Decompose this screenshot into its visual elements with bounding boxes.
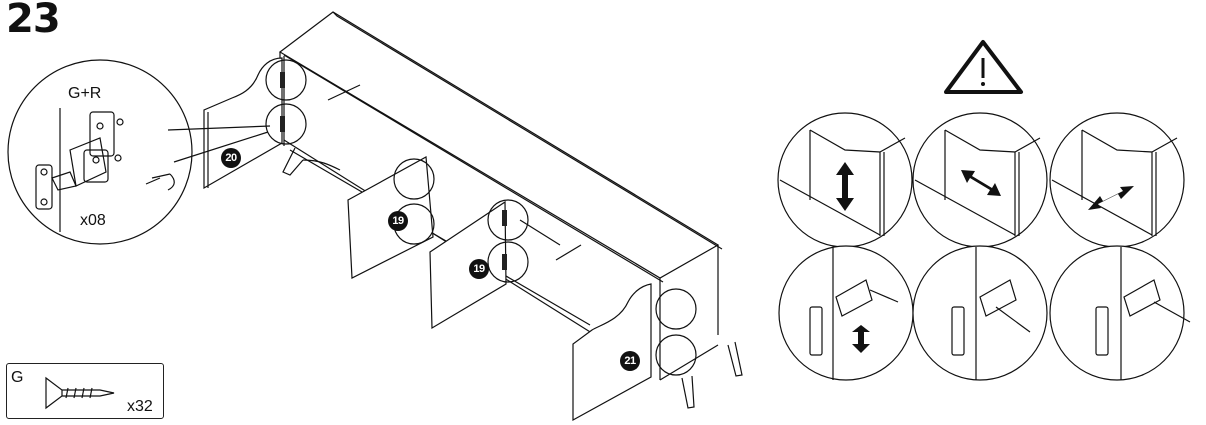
door-21 (572, 283, 697, 422)
hinge-detail-callout (7, 59, 271, 245)
parts-box-quantity: x32 (127, 398, 153, 415)
panel-badge-21: 21 (620, 351, 640, 371)
door-19-right (429, 199, 529, 330)
parts-box: G x32 (6, 363, 164, 419)
warning-triangle-icon (944, 40, 1023, 94)
vertical-arrow-icon (836, 162, 854, 211)
step-number: 23 (6, 0, 61, 42)
depth-arrow-icon (1088, 186, 1134, 210)
horizontal-arrow-icon (961, 170, 1001, 196)
panel-badge-19-right: 19 (469, 259, 489, 279)
hinge-part-label: G+R (68, 85, 102, 102)
hinge-quantity: x08 (80, 212, 106, 229)
panel-badge-20: 20 (221, 148, 241, 168)
door-20 (203, 57, 307, 190)
parts-box-label: G (11, 369, 24, 386)
cabinet-body (278, 11, 743, 409)
screw-icon (45, 376, 115, 410)
panel-badge-19-left: 19 (388, 211, 408, 231)
adjustment-details (777, 112, 1191, 381)
